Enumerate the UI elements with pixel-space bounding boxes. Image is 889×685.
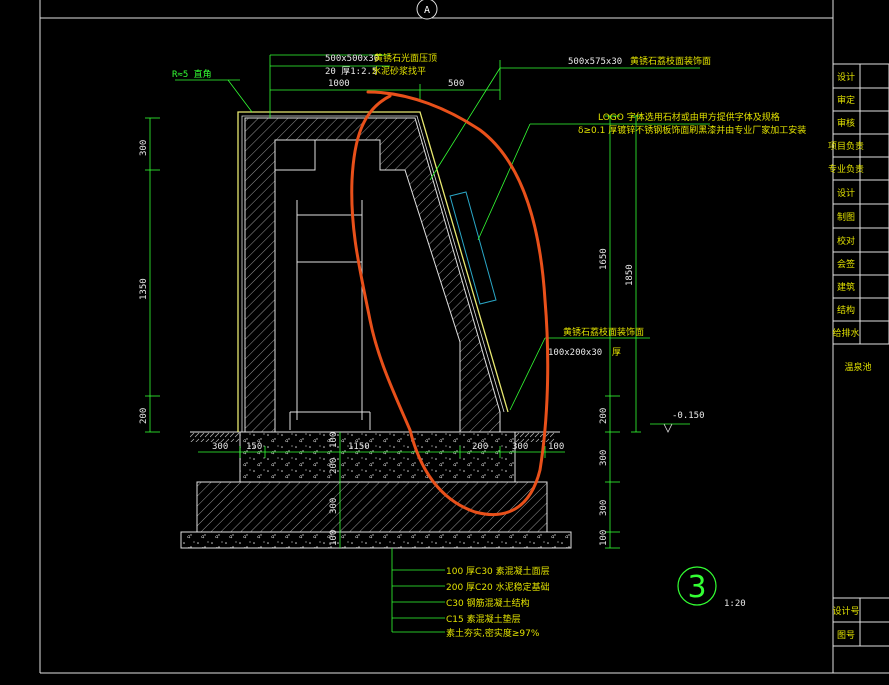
note-lower-right-3: 厚 — [612, 347, 621, 358]
ground-right — [515, 432, 555, 442]
wall-section — [237, 111, 509, 433]
level-mark: -0.150 — [672, 411, 705, 421]
dim-inner-100b: 100 — [329, 530, 339, 546]
dim-bottom-1150: 1150 — [348, 442, 370, 452]
tb-row-8: 校对 — [837, 235, 855, 247]
tb-drawing-no: 图号 — [837, 630, 855, 641]
dim-inner-300: 300 — [329, 498, 339, 514]
tb-row-5: 专业负责 — [828, 163, 864, 175]
tb-row-10: 建筑 — [837, 281, 855, 293]
note-foundation-3: C30 钢筋混凝土结构 — [446, 597, 530, 609]
tb-row-7: 制图 — [837, 211, 855, 223]
section-number: 3 — [687, 570, 706, 605]
note-radius: R≈5 直角 — [172, 68, 212, 80]
dimension-texts: 1000 500 300 1350 200 1650 1850 200 300 … — [139, 79, 705, 546]
annotations: R≈5 直角 500x500x30 黄锈石光面压顶 20 厚1:2.5 水泥砂浆… — [172, 52, 806, 639]
ground-left — [190, 432, 240, 442]
tb-row-2: 审定 — [837, 94, 855, 106]
base-slab — [239, 431, 516, 483]
dim-left-200: 200 — [139, 408, 149, 424]
footing — [196, 481, 548, 533]
dim-right-200: 200 — [599, 408, 609, 424]
note-finish-1-desc: 黄锈石光面压顶 — [374, 52, 437, 64]
tb-row-12: 给排水 — [832, 327, 859, 339]
tb-row-11: 结构 — [837, 304, 855, 316]
dim-left-1350: 1350 — [139, 278, 149, 300]
section-scale: 1:20 — [724, 599, 746, 609]
markup-circle — [350, 90, 550, 517]
tb-row-3: 审核 — [837, 117, 855, 129]
dim-right-1850: 1850 — [625, 264, 635, 286]
cushion-layer — [180, 531, 572, 549]
note-lower-right-1: 黄锈石荔枝面装饰面 — [563, 326, 644, 338]
note-foundation-1: 100 厚C30 素混凝土面层 — [446, 565, 550, 577]
dim-right-1650: 1650 — [599, 248, 609, 270]
axis-bubble-label: A — [424, 5, 430, 16]
dim-bottom-150: 150 — [246, 442, 262, 452]
wall-cavity — [274, 139, 461, 433]
tb-row-6: 设计 — [837, 187, 855, 199]
note-foundation-4: C15 素混凝土垫层 — [446, 613, 521, 625]
note-right-1: 500x575x30 — [568, 57, 622, 67]
dim-top-1000: 1000 — [328, 79, 350, 89]
dim-inner-200: 200 — [329, 458, 339, 474]
tb-design-no: 设计号 — [832, 605, 859, 617]
dim-right-100: 100 — [599, 530, 609, 546]
dim-right-300b: 300 — [599, 500, 609, 516]
title-block: 设计 审定 审核 项目负责 专业负责 设计 制图 校对 会签 建筑 结构 给排水… — [828, 63, 889, 647]
tb-row-4: 项目负责 — [828, 140, 864, 152]
note-finish-2: 20 厚1:2.5 — [325, 66, 377, 77]
cavity-notch — [274, 139, 316, 171]
foundation — [180, 431, 572, 549]
dimension-lines — [145, 54, 710, 633]
dim-bottom-200: 200 — [472, 442, 488, 452]
tb-project-name: 温泉池 — [844, 361, 871, 373]
note-finish-2-desc: 水泥砂浆找平 — [372, 65, 426, 77]
note-foundation-2: 200 厚C20 水泥稳定基础 — [446, 581, 550, 593]
note-logo-2: δ≥0.1 厚镀锌不锈钢板饰面刷黑漆并由专业厂家加工安装 — [578, 124, 806, 136]
dim-right-300a: 300 — [599, 450, 609, 466]
dim-left-300: 300 — [139, 140, 149, 156]
dim-bottom-300b: 300 — [512, 442, 528, 452]
dim-inner-100: 100 — [329, 432, 339, 448]
note-finish-1: 500x500x30 — [325, 54, 379, 64]
note-foundation-5: 素土夯实,密实度≥97% — [446, 627, 540, 639]
note-logo-1: LOGO 字体选用石材或由甲方提供字体及规格 — [598, 111, 780, 123]
note-right-1-desc: 黄锈石荔枝面装饰面 — [630, 55, 711, 67]
tb-row-9: 会签 — [837, 258, 855, 270]
steel-frame — [289, 200, 371, 430]
dim-bottom-100: 100 — [548, 442, 564, 452]
tb-row-1: 设计 — [837, 71, 855, 83]
dim-bottom-300a: 300 — [212, 442, 228, 452]
section-marker: 3 1:20 — [677, 566, 746, 609]
logo-plate — [449, 191, 497, 305]
dim-top-500: 500 — [448, 79, 464, 89]
axis-bubble-a: A — [416, 0, 438, 20]
note-lower-right-2: 100x200x30 — [548, 348, 602, 358]
stone-cladding — [237, 111, 509, 432]
